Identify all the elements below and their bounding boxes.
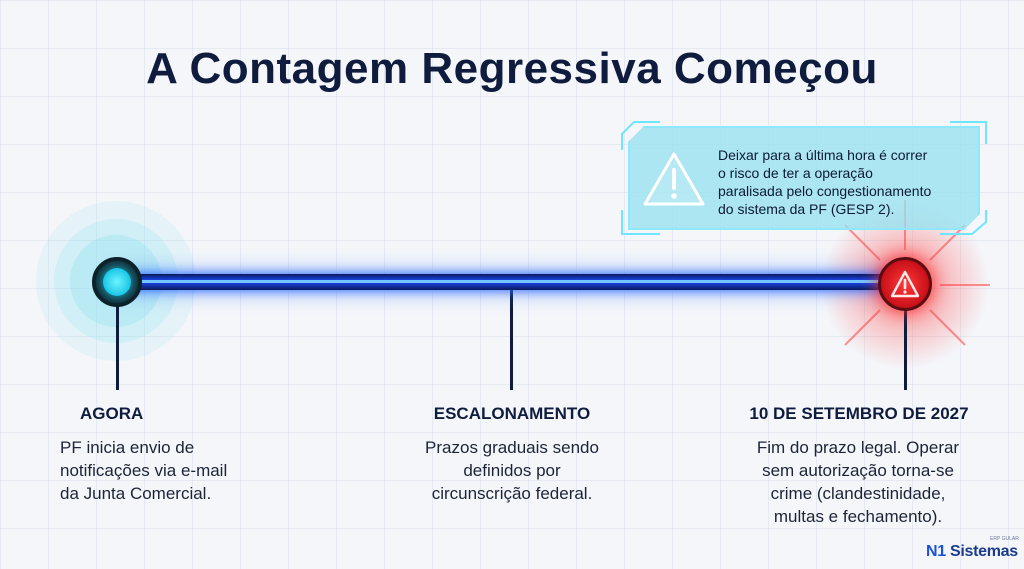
stage-description-agora: PF inicia envio de notificações via e-ma… [60, 438, 228, 503]
end-node [878, 257, 932, 311]
warning-icon [890, 270, 920, 298]
logo-tagline: ERP GULAR [990, 536, 1019, 542]
connector-line-deadline [904, 300, 907, 390]
connector-line-agora [116, 300, 119, 390]
stage-title-agora: AGORA [80, 404, 144, 423]
timeline-bar [116, 274, 908, 290]
stage-title-deadline: 10 DE SETEMBRO DE 2027 [749, 404, 969, 423]
callout-text: Deixar para a última hora é correr o ris… [718, 147, 932, 217]
page-title: A Contagem Regressiva Começou [146, 44, 878, 93]
stage-description-escalonamento: Prazos graduais sendo definidos por circ… [425, 438, 599, 503]
logo-name: Sistemas [950, 543, 1018, 560]
connector-line-escalonamento [510, 290, 513, 390]
brand-logo: N1 Sistemas [926, 543, 1018, 561]
stage-description-deadline: Fim do prazo legal. Operar sem autorizaç… [756, 438, 960, 526]
start-node [92, 257, 142, 307]
warning-triangle-icon [643, 152, 705, 206]
logo-prefix: N1 [926, 543, 946, 560]
stage-title-escalonamento: ESCALONAMENTO [433, 404, 591, 423]
